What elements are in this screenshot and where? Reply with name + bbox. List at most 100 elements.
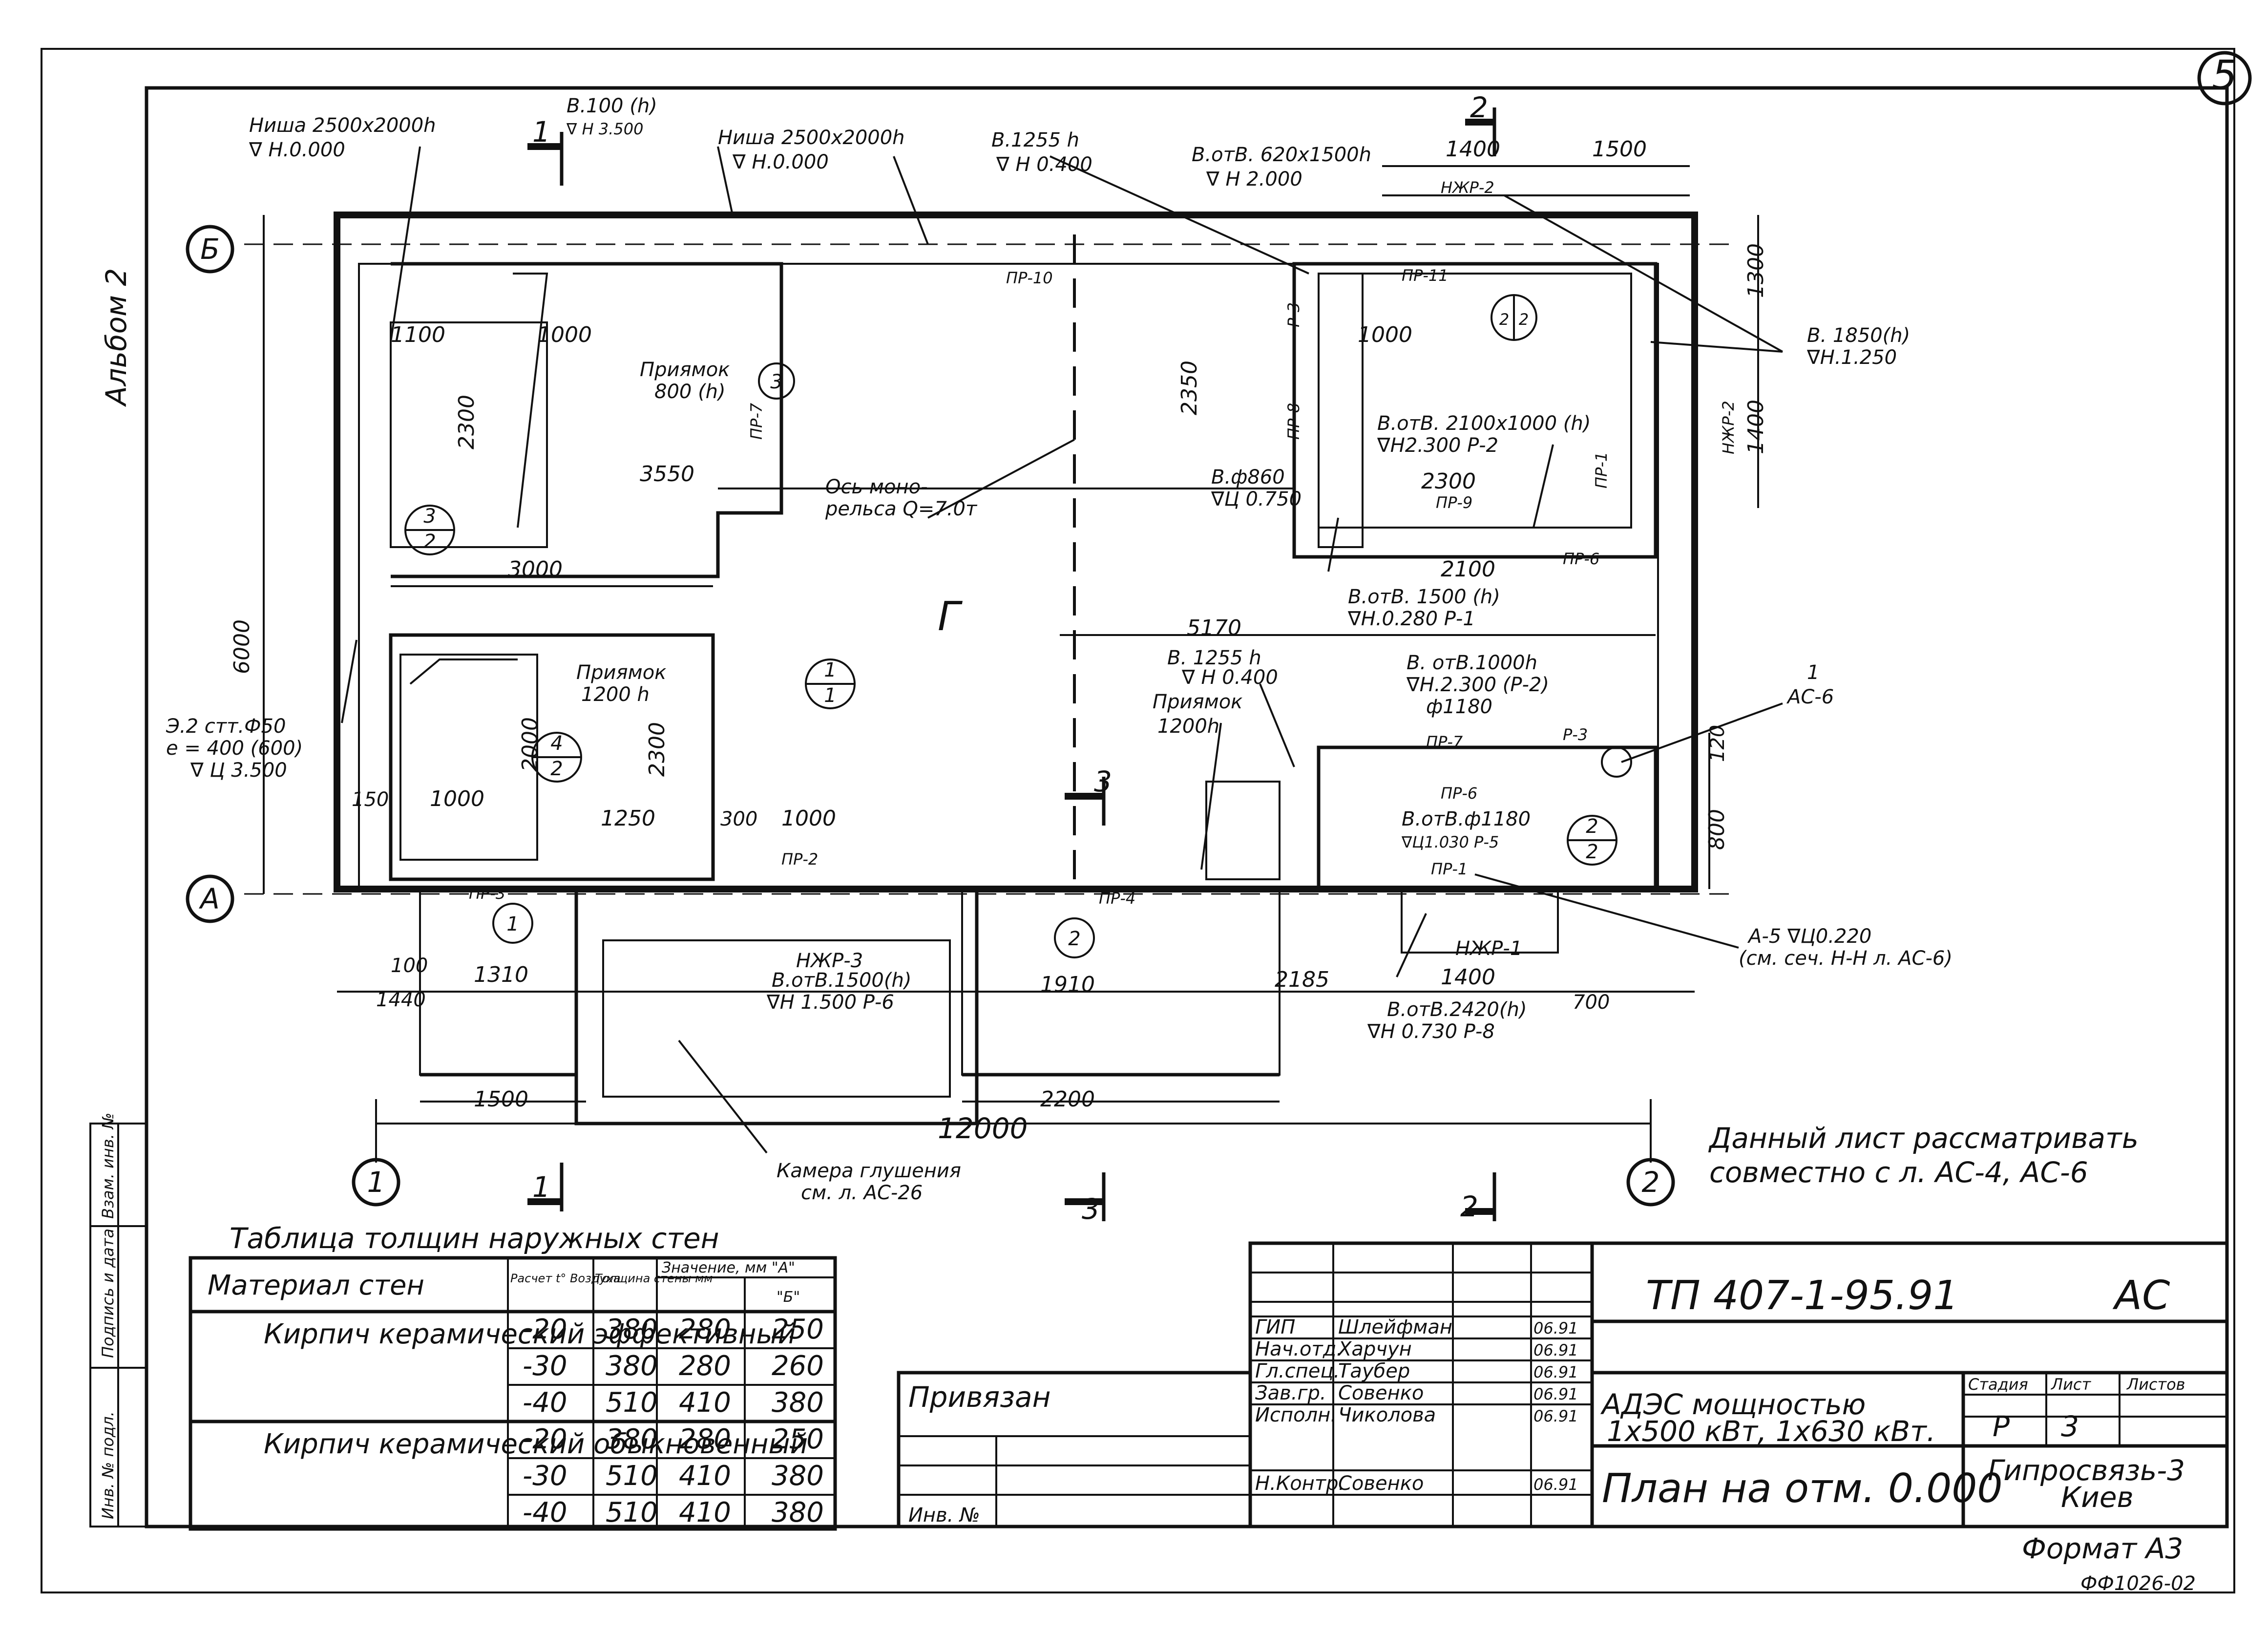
svg-text:250: 250 [772,1314,824,1345]
svg-text:410: 410 [679,1460,731,1492]
svg-text:Подпись и дата: Подпись и дата [99,1229,117,1358]
label-pipes: Э.2 стт.Ф50 [166,715,286,738]
dim-3550: 3550 [640,462,694,487]
label-pit-1200b-h: 1200h [1157,715,1219,738]
dim-2100: 2100 [1441,557,1495,582]
detail-circle-1-1: 11 [805,658,856,709]
svg-text:1: 1 [824,684,836,707]
title-sheets-header: Листов [2126,1375,2185,1394]
label-note-1: Данный лист рассматривать [1708,1122,2139,1155]
dim-150: 150 [352,788,389,811]
svg-text:4: 4 [550,732,563,755]
dim-5170: 5170 [1187,615,1241,640]
dim-2300-a: 2300 [454,395,479,449]
section-mark-3: 3 3 [1065,765,1112,1226]
axis-1: 1 [352,1158,400,1207]
svg-text:2: 2 [1068,928,1080,950]
dim-120: 120 [1706,725,1729,762]
dim-1100: 1100 [391,322,445,347]
pr-mark: ПР-3 [469,884,505,903]
label-niche-mid: Ниша 2500х2000h [718,127,905,149]
floor-plan [244,212,1734,1163]
label-pit-1200-h: 1200 h [581,683,650,706]
svg-text:510: 510 [606,1387,658,1419]
svg-text:380: 380 [606,1423,658,1455]
label-otv2100-lvl: ∇Н2.300 Р-2 [1377,434,1498,457]
svg-text:А: А [198,882,220,915]
svg-text:2: 2 [1642,1166,1660,1199]
title-block [897,1241,2229,1528]
dim-1000-a: 1000 [537,322,592,347]
dimension-lines [263,165,1759,1125]
label-chamber: Камера глушения [777,1160,961,1182]
label-pit-800-h: 800 (h) [654,381,726,403]
wall-table [189,1256,837,1531]
dim-2000: 2000 [518,717,543,772]
svg-text:Совенко: Совенко [1338,1382,1424,1404]
dim-1310: 1310 [474,962,528,987]
label-niche-left-lvl: ∇ Н.0.000 [249,139,345,161]
dim-2300-b: 2300 [645,722,670,777]
node-circle-2: 2 [1054,917,1095,958]
svg-text:Инв. № подл.: Инв. № подл. [99,1411,117,1519]
dim-2185: 2185 [1275,967,1329,992]
pr-mark: ПР-6 [1563,550,1599,568]
axis-2: 2 [1626,1158,1675,1207]
dim-300: 300 [720,808,757,830]
label-b860: В.ф860 [1211,466,1285,488]
pr-mark: ПР-7 [747,403,766,440]
svg-text:1: 1 [532,115,550,149]
left-lower-room [389,633,715,881]
svg-text:Нач.отд.: Нач.отд. [1255,1338,1343,1360]
dim-1500-b: 1500 [474,1087,528,1112]
title-project: АДЭС мощностью [1600,1388,1866,1421]
svg-text:2: 2 [1586,841,1598,863]
svg-text:280: 280 [679,1314,731,1345]
svg-text:06.91: 06.91 [1533,1341,1578,1359]
section-mark-1: 1 1 [527,115,564,1211]
wall-table-cells: -20 380 280 250 -30 380 280 260 -40 510 … [523,1314,824,1528]
svg-text:380: 380 [606,1350,658,1382]
dim-2300-c: 2300 [1421,469,1476,494]
dim-1500: 1500 [1592,137,1647,162]
title-sheet-name: План на отм. 0.000 [1602,1465,2003,1512]
label-b860-lvl: ∇Ц 0.750 [1211,488,1302,510]
axis-B: Б [186,225,234,274]
outer-frame [41,48,2235,1593]
dim-1000-c: 1000 [781,806,836,831]
label-pipes-e: е = 400 (600) [166,737,303,760]
label-pit-800: Приямок [640,359,730,381]
dim-2200: 2200 [1040,1087,1095,1112]
svg-text:Б: Б [200,233,220,266]
svg-text:3: 3 [1082,1192,1100,1226]
label-otv2420-lvl: ∇Н 0.730 Р-8 [1367,1020,1495,1043]
wall-table-header-temp: Расчет t° Воздуха [510,1272,621,1285]
pr-mark: Р-3 [1563,725,1588,744]
svg-text:-40: -40 [523,1387,567,1419]
label-chamber-ref: см. л. АС-26 [801,1182,923,1204]
dim-100: 100 [391,955,428,977]
label-ac6-num: 1 [1807,661,1819,684]
node-circle-1: 1 [492,903,533,944]
pit-800 [390,321,548,548]
pr-mark: ПР-1 [1592,452,1611,488]
svg-text:Чиколова: Чиколова [1338,1404,1436,1426]
svg-text:06.91: 06.91 [1533,1407,1578,1425]
svg-text:-30: -30 [523,1460,567,1492]
svg-text:250: 250 [772,1423,824,1455]
label-otv1500: В.отВ. 1500 (h) [1348,586,1500,608]
label-njr2-top: НЖР-2 [1441,178,1494,197]
label-monorail: Ось моно- [825,476,927,498]
label-b1850-lvl: ∇Н.1.250 [1806,346,1897,369]
svg-text:2: 2 [1586,815,1598,838]
svg-text:280: 280 [679,1350,731,1382]
label-otv1000-lvl: ∇Н.2.300 (Р-2) [1406,674,1549,696]
label-pipes-lvl: ∇ Ц 3.500 [190,759,287,782]
dim-1000-d: 1000 [1358,322,1412,347]
label-a5-ref: (см. сеч. Н-Н л. АС-6) [1739,947,1953,970]
leader-lines [341,146,1783,1154]
dim-3000: 3000 [508,557,563,582]
label-otv-1500-b: В.отВ.1500(h) [772,969,911,992]
detail-circle-2-2: 22 [1567,815,1617,866]
